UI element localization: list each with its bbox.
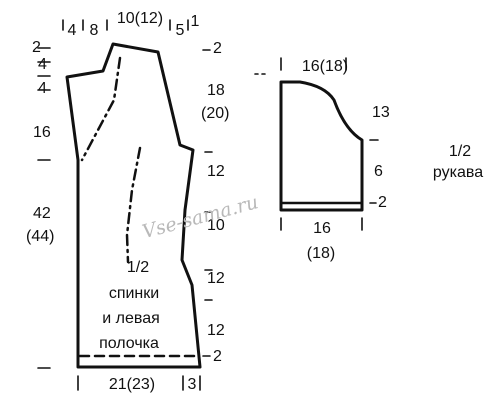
bottom-dim-21: 21(23) <box>108 376 156 393</box>
front-dashdot-line <box>80 56 122 162</box>
right-dim-10: 10 <box>207 217 225 234</box>
sleeve-right-dim-13: 13 <box>372 104 390 121</box>
sleeve-top-dim: 16(18) <box>301 58 349 75</box>
sleeve-caption-label: рукава <box>432 164 484 181</box>
top-dim-4: 5 <box>175 22 185 39</box>
left-mark-3: 4 <box>38 80 47 97</box>
left-dim-44: (44) <box>26 228 55 245</box>
bottom-mark: 2 <box>213 348 222 365</box>
sleeve-bottom-mark: 2 <box>378 194 387 211</box>
left-mark-2: 4 <box>38 56 47 73</box>
sleeve-right-dim-6: 6 <box>374 163 383 180</box>
top-dim-1: 4 <box>67 22 77 39</box>
sleeve-outline <box>279 80 364 212</box>
back-caption-line3: полочка <box>99 335 159 352</box>
back-front-outline <box>65 42 202 369</box>
sleeve-bottom-dim-16: 16 <box>313 220 331 237</box>
right-dim-12b: 12 <box>207 270 225 287</box>
right-dim-18: 18 <box>207 82 225 99</box>
back-caption-fraction: 1/2 <box>126 259 150 276</box>
top-dim-2: 8 <box>89 22 99 39</box>
left-dim-16: 16 <box>33 124 51 141</box>
left-mark-1: 2 <box>32 39 41 56</box>
sleeve-caption-fraction: 1/2 <box>448 143 472 160</box>
sleeve-bottom-dim-18: (18) <box>306 245 336 262</box>
bottom-dim-3: 3 <box>187 376 197 393</box>
right-dim-20: (20) <box>201 105 230 122</box>
right-dim-12c: 12 <box>207 322 225 339</box>
top-dim-5: 1 <box>190 13 200 30</box>
right-dim-12a: 12 <box>207 163 225 180</box>
right-top-mark: 2 <box>213 40 222 57</box>
dimension-ticks <box>37 19 379 391</box>
back-caption-line2: и левая <box>102 310 160 327</box>
back-caption-line1: спинки <box>108 285 160 302</box>
left-dim-42: 42 <box>33 205 51 222</box>
top-dim-3: 10(12) <box>116 10 164 27</box>
inner-dashdot-curve <box>125 146 142 264</box>
